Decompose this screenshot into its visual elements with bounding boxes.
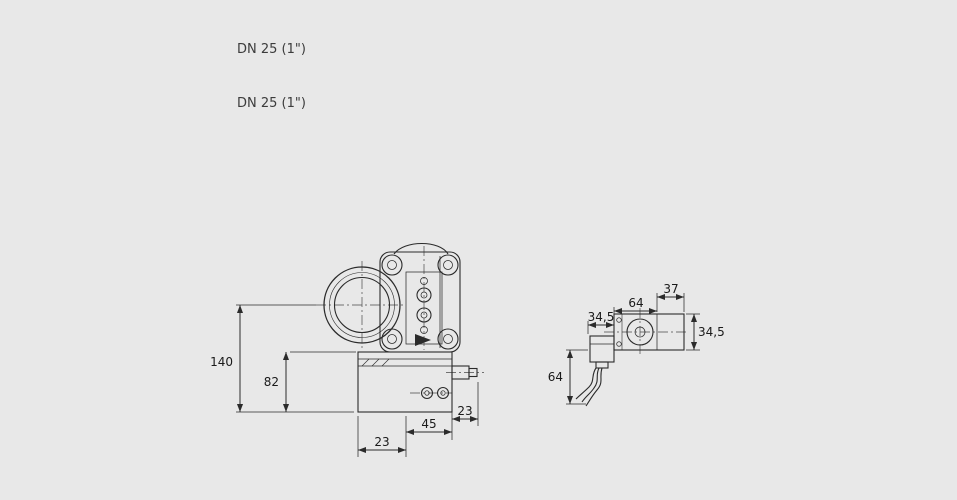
valve-inner-panel: [405, 271, 443, 345]
flange-bolts: [381, 254, 459, 350]
dim-body-height: 34,5: [698, 325, 725, 339]
dim-bottom-left: 23: [374, 435, 389, 449]
dim-body-depth: 64: [628, 296, 643, 310]
connection-cable: [575, 367, 603, 407]
pressure-taps: [416, 277, 432, 334]
side-fitting: [451, 365, 478, 380]
dim-bottom-center: 45: [421, 417, 436, 431]
size-designation: DN 25 (1") DN 25 (1"): [237, 5, 306, 149]
valve-dome: [393, 243, 449, 255]
dim-total-height: 140: [210, 355, 233, 369]
dim-bottom-right: 23: [457, 404, 472, 418]
flow-arrow: [415, 334, 431, 346]
actuator-block: [357, 351, 453, 413]
dim-connector-depth: 34,5: [588, 310, 615, 324]
dim-coil-length: 64: [548, 370, 563, 384]
plug-connector: [589, 335, 615, 369]
side-view-dimensions: 34,5 64 37 34,5 64: [548, 282, 725, 405]
dim-actuator-height: 82: [264, 375, 279, 389]
size-designation-line1: DN 25 (1"): [237, 42, 306, 57]
valve-front-view: [316, 243, 484, 413]
threaded-port: [323, 266, 401, 344]
front-view-dimensions: 140 82 23 45 23: [210, 304, 479, 457]
dim-top-width: 37: [663, 282, 678, 296]
size-designation-line2: DN 25 (1"): [237, 96, 306, 111]
